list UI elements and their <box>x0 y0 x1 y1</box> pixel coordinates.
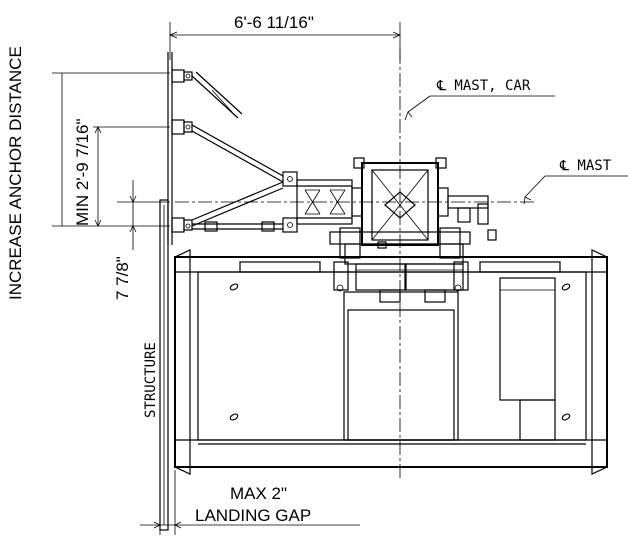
increase-anchor-label: INCREASE ANCHOR DISTANCE <box>6 46 25 300</box>
offset-dimension-label: 7 7/8" <box>113 256 132 300</box>
landing-gap-dimension <box>140 470 360 535</box>
drive-unit <box>329 227 471 303</box>
top-dimension-label: 6'-6 11/16" <box>234 13 314 32</box>
car-platform <box>174 249 608 475</box>
mast-car-label: ℄ MAST, CAR <box>436 78 531 94</box>
mast-label: ℄ MAST <box>559 158 612 174</box>
min-dimension-label: MIN 2'-9 7/16" <box>73 118 92 226</box>
structure-label: STRUCTURE <box>143 342 159 418</box>
mast-section <box>351 157 497 246</box>
max-gap-label: MAX 2" <box>230 484 287 503</box>
anchor-brackets <box>171 69 193 233</box>
left-dimension-lines <box>52 72 170 250</box>
landing-gap-label: LANDING GAP <box>195 506 311 525</box>
structure-wall <box>159 52 173 531</box>
tie-bars <box>191 71 284 232</box>
centerline-leaders <box>404 95 628 205</box>
